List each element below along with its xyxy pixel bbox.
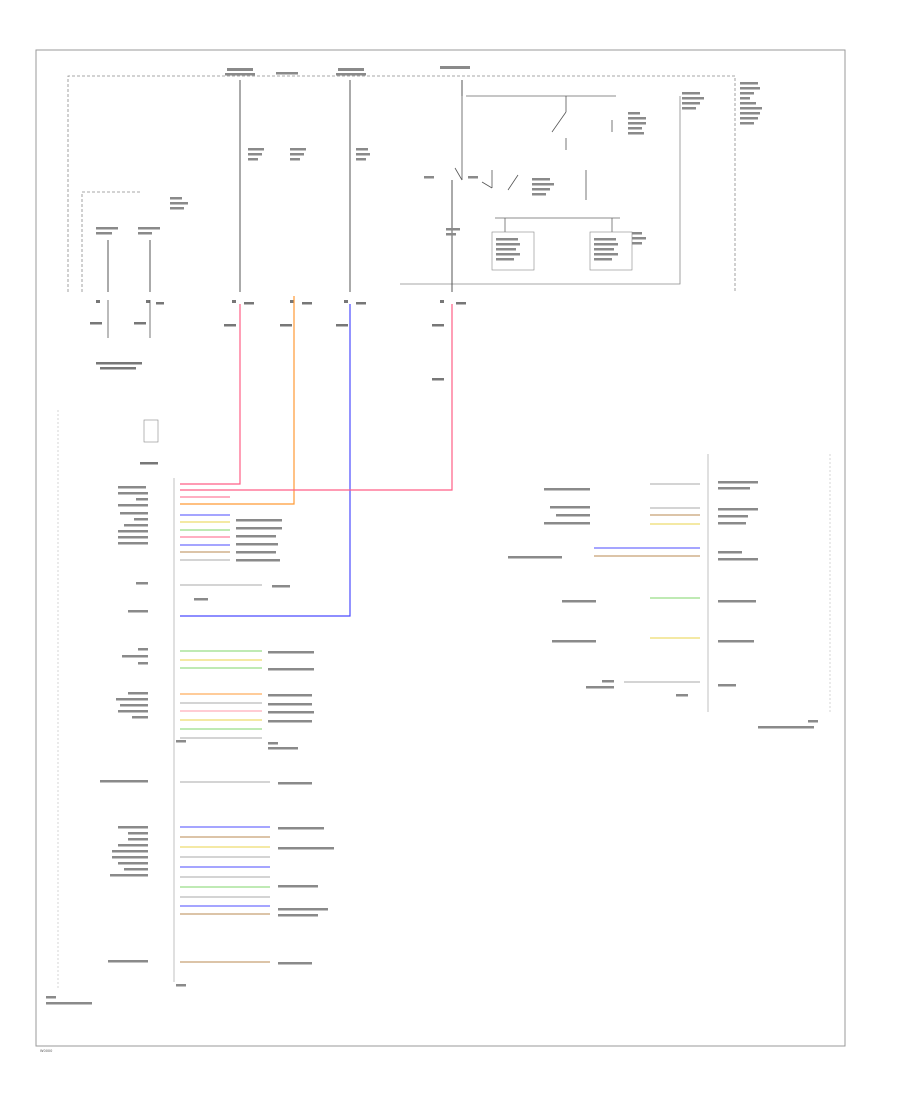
ground-switch [107,300,151,338]
fuse-feeds [107,80,463,292]
left-pin-labels [46,486,186,1005]
wire-blue [180,304,351,617]
right-connector-wires [594,483,700,683]
top-labels [96,66,762,261]
connector-pins [90,300,466,381]
wire-orange [180,296,295,505]
relay-contacts [454,96,613,200]
right-labels [508,481,818,729]
right-module-connector [707,454,831,712]
wire-red-2 [180,304,453,491]
left-module-connector [57,410,175,990]
relay-block [400,96,681,285]
left-destination-labels [194,519,334,965]
power-wires [180,296,453,617]
power-distribution-box [67,75,736,292]
wire-red-1 [180,304,241,485]
footer-code: W0000 [40,1049,52,1053]
diagram-border [35,49,846,1047]
left-connector-wires [180,496,270,963]
